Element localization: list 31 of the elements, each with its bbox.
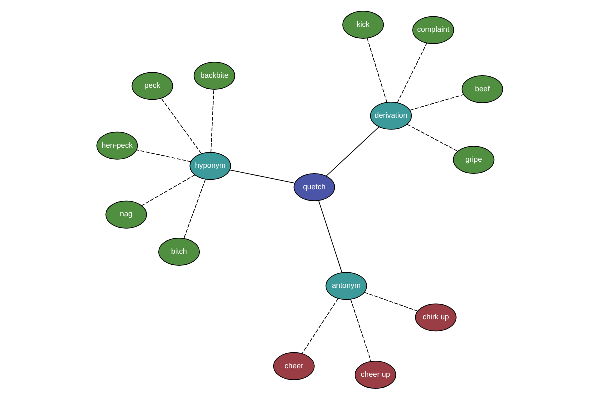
node-ellipse: kick [342, 11, 384, 39]
connector [184, 179, 206, 240]
connector [350, 299, 372, 362]
node-ellipse: gripe [453, 146, 495, 174]
connector [407, 124, 458, 152]
node-ellipse: hyponym [190, 152, 232, 180]
connector [318, 200, 343, 274]
node-ellipse: cheer [273, 352, 315, 380]
node-ellipse: nag [106, 200, 148, 229]
connector [364, 292, 418, 312]
node-ellipse: peck [132, 72, 174, 100]
connector [302, 298, 339, 354]
node-ellipse: beef [462, 75, 504, 104]
node-ellipse: antonym [326, 272, 368, 300]
connector [161, 98, 202, 154]
connector [142, 174, 196, 206]
connector [136, 150, 192, 162]
node-ellipse: cheer up [354, 361, 396, 389]
connector [326, 126, 380, 177]
node-ellipse: backbite [194, 62, 236, 90]
node-ellipse: chirk up [415, 304, 457, 332]
connector [230, 170, 296, 184]
node-ellipse: bitch [158, 238, 200, 266]
connector [397, 43, 428, 104]
connector [367, 38, 388, 103]
node-ellipse: quetch [294, 173, 336, 202]
node-ellipse: complaint [412, 16, 454, 44]
connector [210, 89, 214, 153]
node-ellipse: hen-peck [96, 132, 138, 160]
node-ellipse: derivation [370, 102, 412, 130]
connector [410, 94, 464, 111]
